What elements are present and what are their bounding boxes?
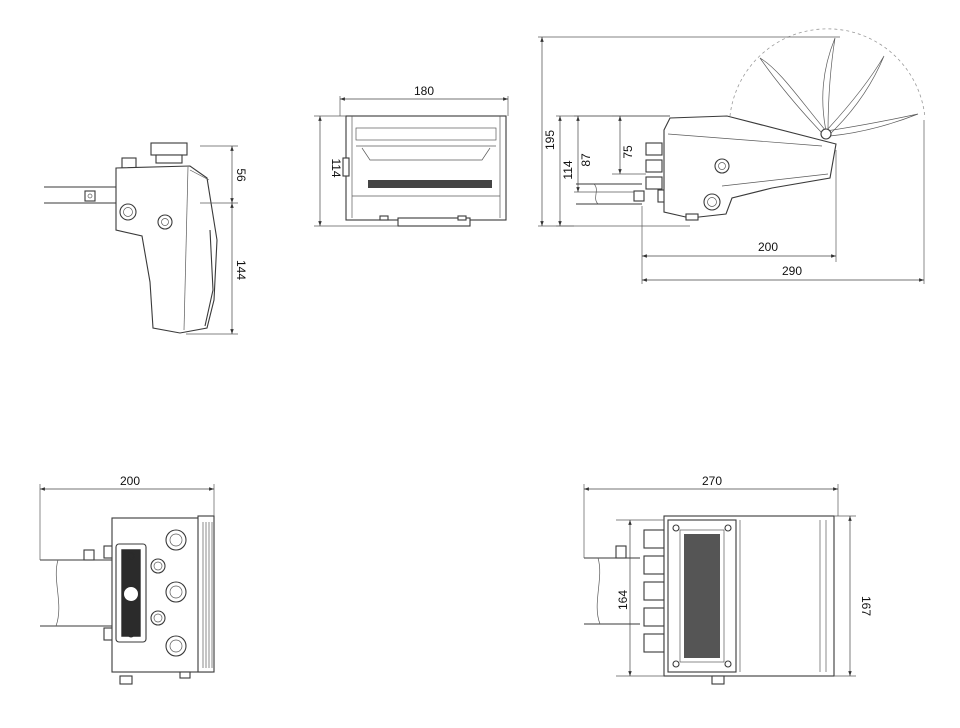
dim-167-label: 167: [859, 596, 873, 616]
top-view-right: 270 164 167: [583, 474, 873, 685]
dim-200-label: 200: [758, 240, 778, 254]
dim-114-right-label: 114: [561, 160, 575, 179]
dim-200-bottom-label: 200: [120, 474, 140, 488]
dim-164-label: 164: [616, 590, 630, 610]
side-view-left: 56 144: [44, 142, 248, 335]
dim-290-label: 290: [782, 264, 802, 278]
dim-75-label: 75: [621, 145, 635, 159]
dim-144-label: 144: [234, 260, 248, 280]
dim-56-label: 56: [234, 168, 248, 182]
dim-270-label: 270: [702, 474, 722, 488]
side-view-right: 195 114 87 75 200 290: [538, 28, 926, 284]
bottom-view-fins: [202, 522, 213, 668]
dim-195-label: 195: [543, 130, 557, 150]
dim-180-label: 180: [414, 84, 434, 98]
front-view-top: 180 114: [314, 84, 509, 227]
bottom-view-left: 200: [39, 474, 215, 685]
dim-87-label: 87: [579, 153, 593, 167]
dim-114-label: 114: [329, 158, 343, 177]
